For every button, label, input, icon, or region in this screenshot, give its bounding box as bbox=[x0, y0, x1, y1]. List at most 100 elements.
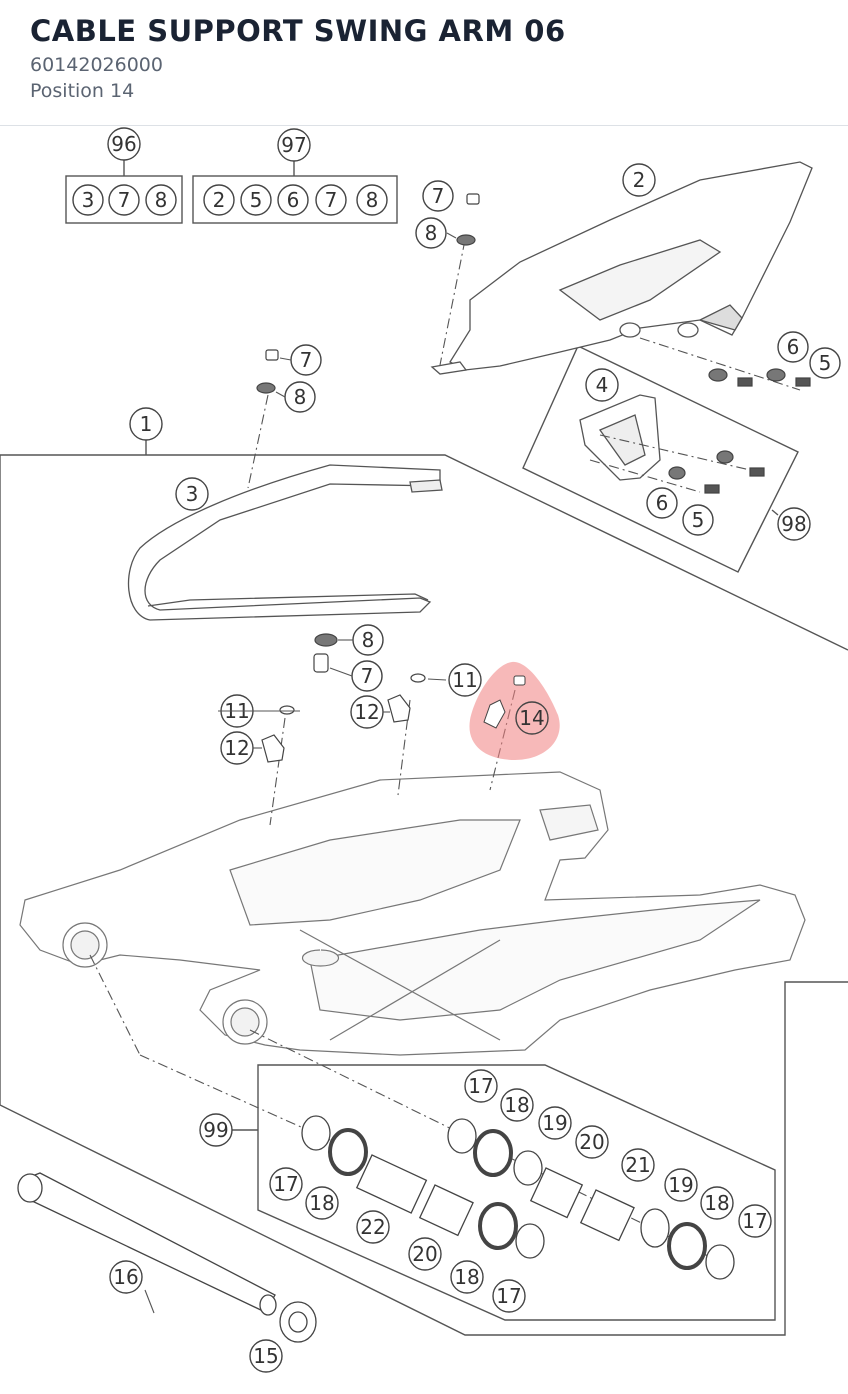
chain-slider-part bbox=[127, 464, 443, 621]
swing-arm-part bbox=[19, 771, 806, 1056]
callout-7[interactable]: 7 bbox=[351, 660, 383, 692]
axle-part bbox=[17, 1172, 277, 1316]
callout-17[interactable]: 17 bbox=[492, 1279, 526, 1313]
kit-97-item: 2 bbox=[203, 184, 235, 216]
group-outlines bbox=[0, 160, 848, 1336]
svg-text:20: 20 bbox=[412, 1242, 437, 1266]
callout-5[interactable]: 5 bbox=[809, 347, 841, 379]
svg-text:18: 18 bbox=[454, 1265, 479, 1289]
svg-text:7: 7 bbox=[361, 664, 374, 688]
callout-20[interactable]: 20 bbox=[575, 1125, 609, 1159]
callout-18[interactable]: 18 bbox=[450, 1260, 484, 1294]
svg-text:12: 12 bbox=[224, 736, 249, 760]
svg-text:21: 21 bbox=[625, 1153, 650, 1177]
callout-8[interactable]: 8 bbox=[284, 381, 316, 413]
svg-text:16: 16 bbox=[113, 1265, 138, 1289]
kit-97-box bbox=[192, 175, 398, 224]
kit-97-item: 7 bbox=[315, 184, 347, 216]
svg-text:8: 8 bbox=[366, 188, 379, 212]
bearings-and-spacers bbox=[301, 1115, 735, 1280]
callout-1[interactable]: 1 bbox=[129, 407, 163, 441]
svg-text:2: 2 bbox=[633, 168, 646, 192]
callout-leaders bbox=[144, 232, 457, 1314]
callout-21[interactable]: 21 bbox=[621, 1148, 655, 1182]
callout-8[interactable]: 8 bbox=[415, 217, 447, 249]
svg-text:6: 6 bbox=[656, 491, 669, 515]
callout-4[interactable]: 4 bbox=[585, 368, 619, 402]
callout-12[interactable]: 12 bbox=[220, 731, 254, 765]
svg-text:5: 5 bbox=[692, 508, 705, 532]
svg-text:17: 17 bbox=[496, 1284, 521, 1308]
chain-guide-part bbox=[579, 394, 661, 481]
callout-15[interactable]: 15 bbox=[249, 1339, 283, 1373]
svg-text:6: 6 bbox=[287, 188, 300, 212]
svg-text:5: 5 bbox=[819, 351, 832, 375]
svg-text:97: 97 bbox=[281, 133, 306, 157]
svg-text:12: 12 bbox=[354, 700, 379, 724]
callout-6[interactable]: 6 bbox=[777, 331, 809, 363]
svg-text:96: 96 bbox=[111, 132, 136, 156]
svg-text:22: 22 bbox=[360, 1215, 385, 1239]
callout-17[interactable]: 17 bbox=[738, 1204, 772, 1238]
kit-96-item: 3 bbox=[72, 184, 104, 216]
callout-97[interactable]: 97 bbox=[277, 128, 311, 162]
exploded-parts-diagram: 96 97 3 7 8 2 5 6 7 8 7 8 2 7 8 6 5 4 1 … bbox=[0, 127, 848, 1390]
callout-2[interactable]: 2 bbox=[622, 163, 656, 197]
svg-text:8: 8 bbox=[155, 188, 168, 212]
part-number: 60142026000 bbox=[30, 54, 163, 76]
svg-text:4: 4 bbox=[596, 373, 609, 397]
svg-text:17: 17 bbox=[742, 1209, 767, 1233]
callout-3[interactable]: 3 bbox=[175, 477, 209, 511]
svg-text:7: 7 bbox=[118, 188, 131, 212]
callout-5[interactable]: 5 bbox=[682, 504, 714, 536]
svg-text:99: 99 bbox=[203, 1118, 228, 1142]
callout-14[interactable]: 14 bbox=[515, 701, 549, 735]
svg-text:8: 8 bbox=[425, 221, 438, 245]
callout-20[interactable]: 20 bbox=[408, 1237, 442, 1271]
svg-text:7: 7 bbox=[300, 348, 313, 372]
callout-19[interactable]: 19 bbox=[538, 1106, 572, 1140]
callout-18[interactable]: 18 bbox=[700, 1186, 734, 1220]
chain-guard-part bbox=[430, 161, 813, 375]
svg-text:18: 18 bbox=[704, 1191, 729, 1215]
callout-11[interactable]: 11 bbox=[448, 663, 482, 697]
callout-99[interactable]: 99 bbox=[199, 1113, 233, 1147]
callout-18[interactable]: 18 bbox=[500, 1088, 534, 1122]
callout-16[interactable]: 16 bbox=[109, 1260, 143, 1294]
callout-98[interactable]: 98 bbox=[777, 507, 811, 541]
callout-19[interactable]: 19 bbox=[664, 1168, 698, 1202]
callout-17[interactable]: 17 bbox=[269, 1167, 303, 1201]
svg-text:3: 3 bbox=[82, 188, 95, 212]
callout-7[interactable]: 7 bbox=[290, 344, 322, 376]
svg-text:5: 5 bbox=[250, 188, 263, 212]
svg-text:98: 98 bbox=[781, 512, 806, 536]
position-label: Position 14 bbox=[30, 80, 135, 102]
svg-text:18: 18 bbox=[309, 1191, 334, 1215]
svg-text:7: 7 bbox=[432, 184, 445, 208]
kit-96-box bbox=[65, 175, 183, 224]
svg-text:18: 18 bbox=[504, 1093, 529, 1117]
leader-lines bbox=[89, 239, 801, 1263]
svg-text:15: 15 bbox=[253, 1344, 278, 1368]
page-title: CABLE SUPPORT SWING ARM 06 bbox=[30, 14, 566, 48]
svg-text:19: 19 bbox=[542, 1111, 567, 1135]
svg-text:17: 17 bbox=[468, 1074, 493, 1098]
svg-text:8: 8 bbox=[362, 628, 375, 652]
svg-text:6: 6 bbox=[787, 335, 800, 359]
svg-text:11: 11 bbox=[452, 668, 477, 692]
callout-6[interactable]: 6 bbox=[646, 487, 678, 519]
callout-12[interactable]: 12 bbox=[350, 695, 384, 729]
callout-8[interactable]: 8 bbox=[352, 624, 384, 656]
highlighted-part-14[interactable] bbox=[469, 661, 560, 760]
callout-17[interactable]: 17 bbox=[464, 1069, 498, 1103]
callout-22[interactable]: 22 bbox=[356, 1210, 390, 1244]
svg-text:2: 2 bbox=[213, 188, 226, 212]
svg-text:20: 20 bbox=[579, 1130, 604, 1154]
kit-97-item: 8 bbox=[356, 184, 388, 216]
callout-18[interactable]: 18 bbox=[305, 1186, 339, 1220]
callout-7[interactable]: 7 bbox=[422, 180, 454, 212]
callout-96[interactable]: 96 bbox=[107, 127, 141, 161]
fasteners bbox=[256, 193, 811, 763]
svg-text:17: 17 bbox=[273, 1172, 298, 1196]
header: CABLE SUPPORT SWING ARM 06 60142026000 P… bbox=[0, 0, 848, 126]
